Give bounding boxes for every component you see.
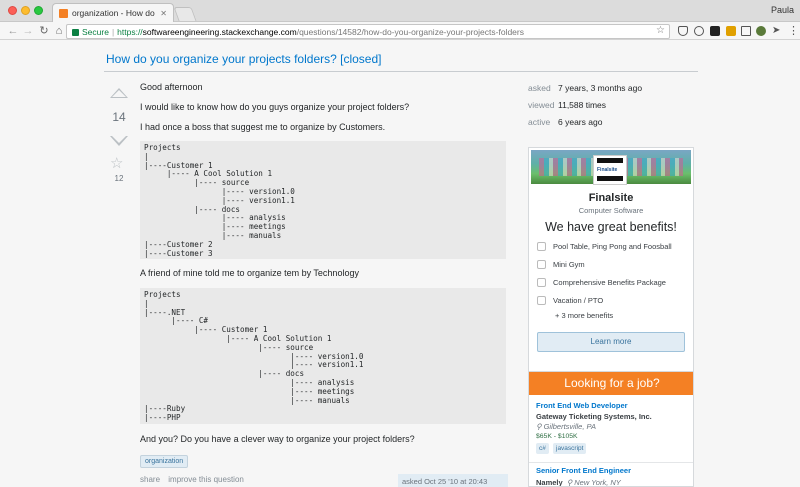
page-content: How do you organize your projects folder… [0, 41, 800, 487]
location-pin-icon: ⚲ [536, 422, 544, 431]
browser-tab-bar: organization - How do you organ ✕ Paula [0, 0, 800, 22]
company-name[interactable]: Finalsite [588, 192, 634, 204]
stackexchange-favicon-icon [59, 8, 68, 18]
closing-text: And you? Do you have a clever way to org… [140, 434, 415, 444]
code-block-technology: Projects | |----.NET |---- C# |---- Cust… [140, 288, 506, 424]
job-title-link[interactable]: Senior Front End Engineer [536, 466, 632, 475]
ad-headline: We have great benefits! [545, 220, 677, 234]
green-extension-icon[interactable] [756, 26, 766, 36]
url-host: softwareengineering.stackexchange.com [142, 26, 297, 37]
tab-title: organization - How do you organ [72, 8, 156, 18]
job-salary: $65K - $105K [536, 433, 578, 440]
minimize-window-button[interactable] [21, 6, 30, 15]
url-separator: | [111, 26, 115, 37]
code-block-customers: Projects | |----Customer 1 |---- A Cool … [140, 141, 506, 259]
url-protocol: https:// [117, 26, 143, 37]
stat-label-active: active [528, 117, 551, 127]
benefit-label: Mini Gym [553, 260, 585, 269]
job-divider [529, 462, 693, 463]
jobs-widget: Looking for a job? Front End Web Develop… [528, 371, 694, 487]
pocket-extension-icon[interactable] [678, 26, 688, 36]
bookmark-star-icon[interactable]: ☆ [656, 25, 665, 36]
benefit-item: Comprehensive Benefits Package [537, 278, 666, 287]
company-logo-text: Finalsite [597, 167, 618, 173]
profile-name[interactable]: Paula [770, 5, 794, 15]
job-title-link[interactable]: Front End Web Developer [536, 401, 628, 410]
upvote-arrow-icon[interactable] [110, 88, 128, 98]
favorite-count: 12 [114, 174, 124, 183]
medical-plus-icon [537, 278, 546, 287]
forward-arrow-icon[interactable]: → [22, 25, 34, 37]
job-location-text: Gilbertsville, PA [543, 422, 596, 431]
vacation-icon [537, 296, 546, 305]
title-divider [104, 71, 698, 72]
tag-organization[interactable]: organization [140, 455, 189, 468]
lock-icon [72, 29, 79, 36]
home-icon[interactable]: ⌂ [55, 25, 63, 37]
layers-extension-icon[interactable] [710, 26, 720, 36]
browser-menu-icon[interactable]: ⋮ [788, 25, 799, 37]
asked-signature: asked Oct 25 '10 at 20:43 [398, 474, 508, 487]
stat-label-viewed: viewed [528, 100, 555, 110]
close-window-button[interactable] [8, 6, 17, 15]
tab-close-icon[interactable]: ✕ [160, 8, 167, 18]
company-sector: Computer Software [578, 206, 644, 215]
job-company: Namely⚲ New York, NY [536, 478, 621, 487]
browser-toolbar: ← → ↻ ⌂ Secure | https:// softwareengine… [0, 22, 800, 40]
question-title[interactable]: How do you organize your projects folder… [106, 52, 381, 66]
benefit-label: Pool Table, Ping Pong and Foosball [553, 242, 672, 251]
company-logo: Finalsite [593, 155, 627, 185]
zoom-window-button[interactable] [34, 6, 43, 15]
question-title-text[interactable]: How do you organize your projects folder… [106, 52, 382, 66]
circle-extension-icon[interactable] [694, 26, 704, 36]
stat-label-asked: asked [528, 83, 551, 93]
pool-table-icon [537, 242, 546, 251]
benefit-label: Comprehensive Benefits Package [553, 278, 666, 287]
gym-icon [537, 260, 546, 269]
benefit-item: Pool Table, Ping Pong and Foosball [537, 242, 672, 251]
mail-extension-icon[interactable] [741, 26, 751, 36]
job-tag[interactable]: c# [536, 443, 549, 454]
job-tag[interactable]: javascript [553, 443, 587, 454]
company-ad-card[interactable]: Finalsite Finalsite Computer Software We… [528, 147, 694, 402]
back-arrow-icon[interactable]: ← [7, 25, 19, 37]
stat-value-active[interactable]: 6 years ago [558, 117, 603, 127]
benefit-label: Vacation / PTO [553, 296, 604, 305]
job-location: ⚲ Gilbertsville, PA [536, 422, 596, 431]
url-path: /questions/14582/how-do-you-organize-you… [296, 26, 524, 37]
boss-text: I had once a boss that suggest me to org… [140, 122, 386, 132]
downvote-arrow-icon[interactable] [110, 136, 128, 146]
favorite-star-icon[interactable]: ☆ [110, 155, 124, 172]
new-tab-button[interactable] [173, 7, 197, 21]
learn-more-button[interactable]: Learn more [537, 332, 685, 352]
secure-label: Secure [82, 26, 109, 37]
reload-icon[interactable]: ↻ [39, 25, 49, 37]
benefit-item: Vacation / PTO [537, 296, 603, 305]
benefit-item: Mini Gym [537, 260, 585, 269]
more-benefits-link[interactable]: + 3 more benefits [555, 311, 614, 320]
vote-count: 14 [112, 110, 126, 124]
yellow-extension-icon[interactable] [726, 26, 736, 36]
improve-link[interactable]: improve this question [168, 475, 244, 484]
location-pin-icon: ⚲ [566, 478, 575, 487]
intro-text: I would like to know how do you guys org… [140, 102, 410, 112]
job-company-text: Namely [536, 478, 563, 487]
jobs-header[interactable]: Looking for a job? [529, 372, 693, 395]
stat-value-viewed: 11,588 times [558, 100, 607, 110]
post-menu: share improve this question [140, 475, 250, 484]
job-company: Gateway Ticketing Systems, Inc. [536, 412, 652, 421]
arrow-extension-icon[interactable]: ➤ [772, 25, 781, 36]
job-location: ⚲ New York, NY [566, 478, 621, 487]
share-link[interactable]: share [140, 475, 161, 484]
greeting-text: Good afternoon [140, 82, 203, 92]
friend-text: A friend of mine told me to organize tem… [140, 268, 359, 278]
browser-tab-active[interactable]: organization - How do you organ ✕ [52, 3, 174, 22]
address-bar[interactable]: Secure | https:// softwareengineering.st… [66, 24, 670, 39]
stat-value-asked: 7 years, 3 months ago [558, 83, 643, 93]
job-location-text: New York, NY [574, 478, 621, 487]
